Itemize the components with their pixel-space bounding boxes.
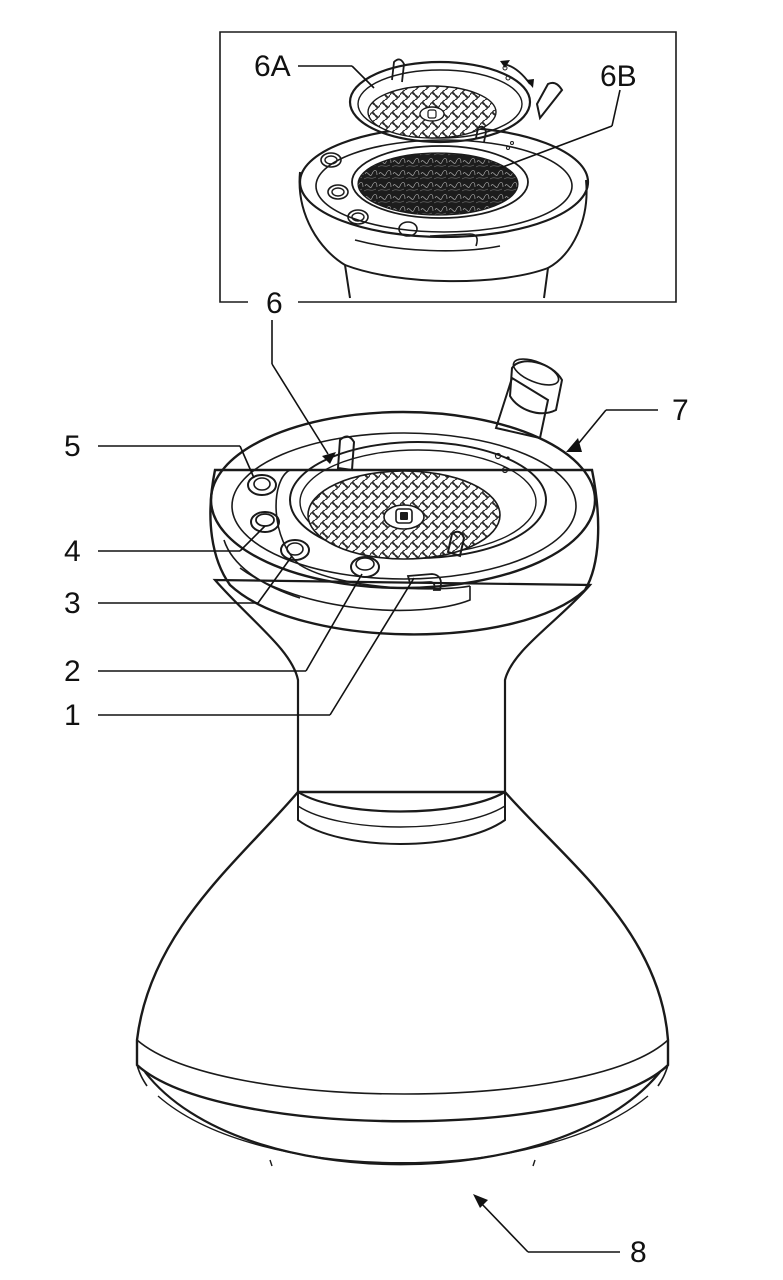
inset-coil-fill (357, 152, 519, 216)
button-3 (280, 539, 310, 561)
callout-4: 4 (64, 535, 81, 568)
inset-filter-screen-6a (348, 58, 564, 150)
callout-1: 1 (64, 699, 81, 732)
callout-5: 5 (64, 430, 81, 463)
callout-6: 6 (266, 287, 283, 320)
callout-6a: 6A (254, 50, 291, 83)
main-device (135, 358, 670, 1208)
callout-6b: 6B (600, 60, 637, 93)
rotation-arrow-icon (500, 60, 534, 88)
button-2 (350, 556, 380, 578)
callout-3: 3 (64, 587, 81, 620)
inset-bowl-housing (298, 125, 590, 299)
inset-detail-panel: 6A 6B (219, 31, 677, 303)
callout-7: 7 (672, 394, 689, 427)
indicator-light-1 (406, 573, 442, 591)
bowl-head (209, 410, 600, 636)
leader-lines (98, 320, 658, 1253)
button-5 (247, 474, 277, 496)
base-dome (135, 790, 670, 1167)
arrow-7-icon (566, 438, 582, 452)
inset-control-buttons (320, 152, 418, 237)
button-4 (250, 511, 280, 533)
neck-collar (297, 791, 506, 845)
hose-port (494, 358, 564, 440)
filter-screen (289, 435, 547, 560)
control-buttons (247, 474, 442, 591)
stem (212, 578, 593, 813)
arrow-8-icon (473, 1194, 488, 1208)
callout-2: 2 (64, 655, 81, 688)
callout-8: 8 (630, 1236, 647, 1269)
arrow-6-icon (322, 452, 336, 464)
